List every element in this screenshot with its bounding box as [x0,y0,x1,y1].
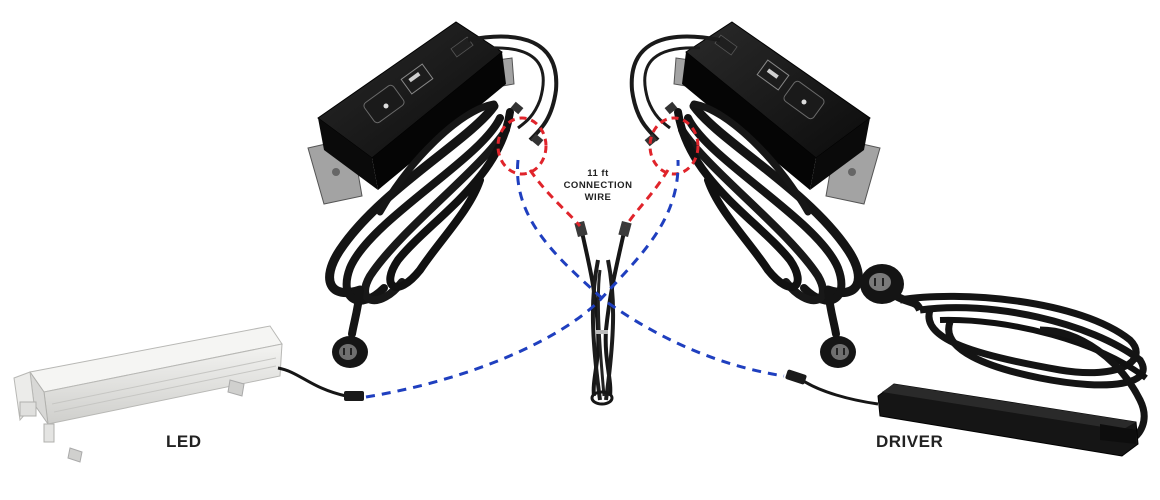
blue-dashed-led-to-right [365,159,680,399]
connection-wire-bundle [574,220,632,406]
right-connection-highlight [648,116,700,176]
wire-length-text: 11 ft [587,168,609,179]
driver-connector [785,369,807,385]
connection-wire-label: 11 ft CONNECTION WIRE [540,168,656,204]
driver-label: DRIVER [876,432,944,451]
wire-line2-text: WIRE [584,192,612,203]
driver-plug [860,264,924,312]
left-outlet-unit [307,21,559,368]
dashed-connection-guides [365,116,785,399]
left-receptacle [363,84,405,124]
left-connection-highlight [496,116,548,176]
led-fixture [13,325,364,463]
blue-dashed-left-to-driver [516,159,785,378]
wire-line1-text: CONNECTION [563,180,633,191]
right-outlet-unit [629,21,881,368]
left-usb-module [400,63,434,95]
led-connector [344,391,364,401]
led-driver [785,264,1148,457]
led-label: LED [166,432,202,451]
